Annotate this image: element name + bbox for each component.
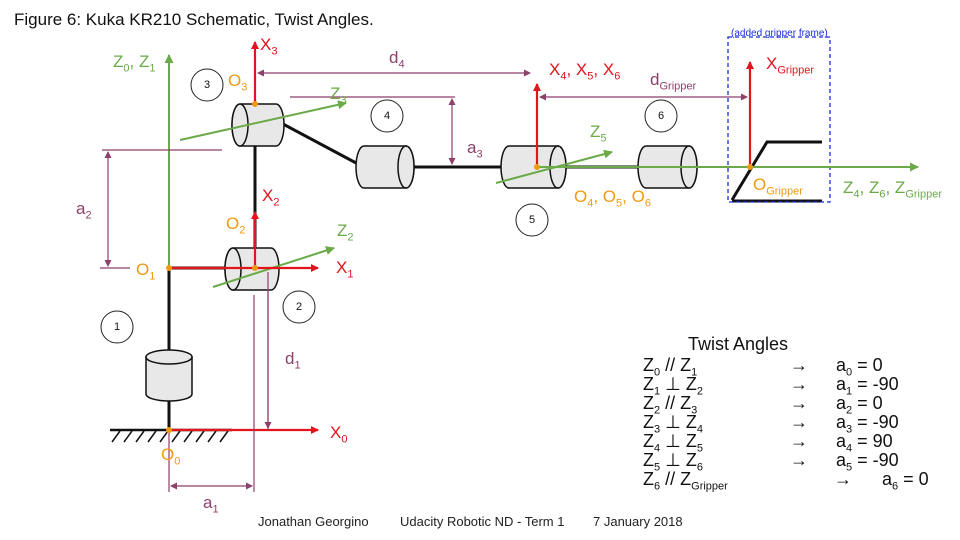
twist-row-value: a3 = -90 <box>836 412 899 436</box>
joint-number-6: 6 <box>657 110 665 122</box>
label-o3: O3 <box>228 71 248 94</box>
label-d4: d4 <box>389 48 405 71</box>
joint-number-3: 3 <box>203 79 211 91</box>
label-a2: a2 <box>76 199 92 222</box>
x-axes <box>169 41 754 434</box>
joint-number-2: 2 <box>295 301 303 313</box>
label-z3: Z3 <box>330 84 347 107</box>
label-a1: a1 <box>203 493 219 516</box>
label-z5: Z5 <box>590 122 607 145</box>
twist-row-value: a4 = 90 <box>836 431 893 455</box>
origin-o1 <box>166 265 172 271</box>
joint-number-circles <box>100 68 678 344</box>
label-o-gripper: OGripper <box>753 175 803 198</box>
twist-row-relation: Z3 ⊥ Z4 <box>643 412 703 436</box>
twist-row-relation: Z0 // Z1 <box>643 355 698 379</box>
joint-circle-6 <box>644 99 678 133</box>
twist-row-arrow: → <box>790 412 808 432</box>
joint-4-cylinder <box>355 145 415 189</box>
joint-circle-1 <box>100 310 134 344</box>
twist-row-arrow: → <box>790 393 808 413</box>
joint-number-4: 4 <box>383 110 391 122</box>
figure-title: Figure 6: Kuka KR210 Schematic, Twist An… <box>14 10 374 29</box>
label-o0: O0 <box>161 445 181 468</box>
label-x2: X2 <box>262 186 280 209</box>
z3-axis <box>179 100 347 141</box>
twist-row-value: a6 = 0 <box>882 469 929 493</box>
joint-circle-5 <box>515 203 549 237</box>
joint-3-cylinder <box>231 103 285 147</box>
label-d1: d1 <box>285 349 301 372</box>
label-z4-z6-z-gripper: Z4, Z6, ZGripper <box>843 178 943 201</box>
joint-circle-2 <box>282 290 316 324</box>
label-x3: X3 <box>260 35 278 58</box>
gripper <box>730 140 822 203</box>
label-x4-x5-x6: X4, X5, X6 <box>549 60 621 83</box>
twist-angles-heading: Twist Angles <box>688 334 789 354</box>
origin-points <box>166 101 753 433</box>
label-x1: X1 <box>336 258 354 281</box>
twist-row-arrow: → <box>790 431 808 451</box>
twist-row-value: a5 = -90 <box>836 450 899 474</box>
origin-o2 <box>252 265 258 271</box>
twist-row-relation: Z1 ⊥ Z2 <box>643 374 703 398</box>
label-d-gripper: dGripper <box>650 70 697 93</box>
label-o2: O2 <box>226 214 246 237</box>
twist-row-arrow: → <box>790 450 808 470</box>
footer-course: Udacity Robotic ND - Term 1 <box>400 514 565 529</box>
joint-1-cylinder <box>145 349 193 402</box>
label-x0: X0 <box>330 423 348 446</box>
joint-circle-3 <box>190 68 224 102</box>
label-o4-o5-o6: O4, O5, O6 <box>574 187 651 210</box>
twist-row-value: a0 = 0 <box>836 355 883 379</box>
label-o1: O1 <box>136 260 156 283</box>
twist-row-relation: Z4 ⊥ Z5 <box>643 431 703 455</box>
footer-author: Jonathan Georgino <box>258 514 369 529</box>
label-a3: a3 <box>467 138 483 161</box>
twist-row-relation: Z2 // Z3 <box>643 393 698 417</box>
origin-o456 <box>534 164 540 170</box>
origin-o3 <box>252 101 258 107</box>
twist-row-value: a1 = -90 <box>836 374 899 398</box>
z-axes <box>164 54 919 288</box>
origin-o0 <box>166 427 172 433</box>
twist-row-arrow: → <box>790 374 808 394</box>
twist-row-arrow: → <box>790 355 808 375</box>
origin-og <box>747 164 753 170</box>
twist-row-relation: Z5 ⊥ Z6 <box>643 450 703 474</box>
gripper-frame-box <box>727 36 831 203</box>
label-z0-z1: Z0, Z1 <box>113 52 156 75</box>
footer-date: 7 January 2018 <box>593 514 683 529</box>
label-z2: Z2 <box>337 221 354 244</box>
twist-row-relation: Z6 // ZGripper <box>643 469 728 493</box>
dimensions <box>100 69 748 492</box>
gripper-frame-note: (added gripper frame) <box>731 28 828 39</box>
joint-number-1: 1 <box>113 321 121 333</box>
joint-number-5: 5 <box>528 214 536 226</box>
joint-circle-4 <box>370 99 404 133</box>
label-x-gripper: XGripper <box>766 54 815 77</box>
twist-row-arrow: → <box>834 469 852 489</box>
twist-row-value: a2 = 0 <box>836 393 883 417</box>
